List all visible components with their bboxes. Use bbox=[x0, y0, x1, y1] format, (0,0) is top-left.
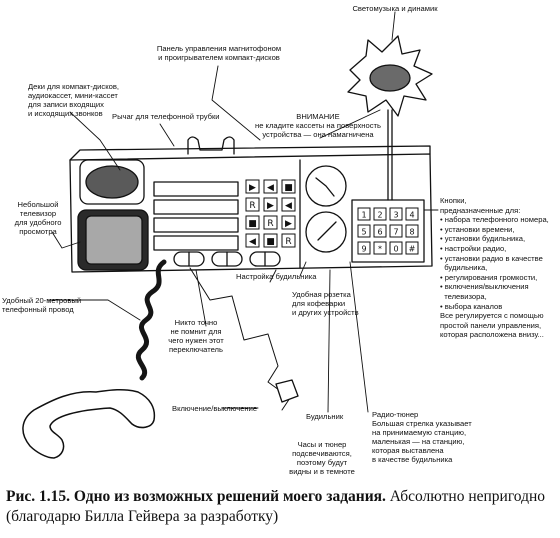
keypad-key-label: 9 bbox=[361, 245, 366, 254]
label-tuner: Радио-тюнер Большая стрелка указывает на… bbox=[372, 410, 472, 464]
panel-button[interactable] bbox=[245, 233, 260, 248]
panel-button-symbol: R bbox=[267, 219, 273, 229]
panel-button-symbol: ■ bbox=[284, 183, 293, 193]
keypad-key-label: 6 bbox=[377, 228, 382, 237]
panel-button[interactable] bbox=[281, 215, 296, 230]
panel-button[interactable] bbox=[263, 179, 278, 194]
keypad-key-label: * bbox=[378, 245, 382, 254]
deck-slot bbox=[153, 181, 239, 197]
keypad-key-label: 4 bbox=[409, 211, 414, 220]
panel-button-symbol: ▶ bbox=[267, 201, 274, 211]
panel-button-symbol: ■ bbox=[248, 219, 257, 229]
light-globe bbox=[369, 64, 411, 92]
deck-slot bbox=[153, 217, 239, 233]
label-alarm-setup: Настройка будильника bbox=[236, 272, 317, 281]
label-control-panel: Панель управления магнитофоном и проигры… bbox=[156, 44, 282, 62]
device-top-edge bbox=[69, 145, 431, 161]
list-item: телевизора, bbox=[444, 291, 487, 301]
deck-slot bbox=[153, 235, 239, 251]
keypad-key-label: 8 bbox=[409, 228, 414, 237]
label-buttons-list: Кнопки, предназначенные для: • набора те… bbox=[440, 196, 549, 340]
keypad-key[interactable] bbox=[389, 241, 403, 255]
panel-button-symbol: ■ bbox=[266, 237, 275, 247]
phone-cord bbox=[135, 259, 167, 381]
panel-button[interactable] bbox=[245, 197, 260, 212]
list-item: • включения/выключения bbox=[440, 282, 529, 292]
panel-button-symbol: ▶ bbox=[285, 219, 292, 229]
keypad-key[interactable] bbox=[405, 207, 419, 221]
label-clock-glow: Часы и тюнер подсвечиваются, поэтому буд… bbox=[289, 440, 355, 476]
handset-hook bbox=[187, 136, 235, 155]
power-plug bbox=[275, 379, 299, 403]
panel-button[interactable] bbox=[281, 179, 296, 194]
keypad-keys: 1 2 3 4 5 6 7 8 9 * 0 # bbox=[357, 207, 419, 255]
panel-button-symbol: ◀ bbox=[249, 237, 256, 247]
caption-body: Абсолютно непригодно (благодарю Билла Ге… bbox=[6, 488, 546, 525]
list-item: • выбора каналов bbox=[440, 301, 503, 311]
panel-button[interactable] bbox=[281, 197, 296, 212]
panel-button[interactable] bbox=[263, 197, 278, 212]
keypad-key[interactable] bbox=[389, 207, 403, 221]
keypad-key[interactable] bbox=[373, 241, 387, 255]
keypad-key[interactable] bbox=[357, 241, 371, 255]
keypad-key[interactable] bbox=[357, 224, 371, 238]
keypad-key-label: # bbox=[409, 245, 416, 254]
deck-slot bbox=[153, 199, 239, 215]
list-item: будильника, bbox=[444, 263, 488, 273]
handset bbox=[22, 388, 156, 459]
caption-title: Рис. 1.15. Одно из возможных решений мое… bbox=[6, 488, 386, 505]
keypad-key[interactable] bbox=[373, 224, 387, 238]
keypad-key[interactable] bbox=[405, 224, 419, 238]
keypad-key-label: 1 bbox=[361, 211, 366, 220]
keypad-key-label: 5 bbox=[361, 228, 366, 237]
keypad-key[interactable] bbox=[373, 207, 387, 221]
label-power: Включение/выключение bbox=[172, 404, 258, 413]
label-decks: Деки для компакт-дисков, аудиокассет, ми… bbox=[28, 82, 119, 118]
keypad-key[interactable] bbox=[405, 241, 419, 255]
keypad-key[interactable] bbox=[389, 224, 403, 238]
tv-screen bbox=[85, 215, 143, 265]
panel-button[interactable] bbox=[245, 179, 260, 194]
keypad-key-label: 3 bbox=[393, 211, 398, 220]
list-item: • установки времени, bbox=[440, 224, 515, 234]
panel-button[interactable] bbox=[263, 233, 278, 248]
panel-button[interactable] bbox=[245, 215, 260, 230]
panel-buttons: ▶ ◀ ■ R ▶ ◀ ■ R ▶ ◀ ■ R bbox=[245, 179, 296, 248]
panel-button[interactable] bbox=[281, 233, 296, 248]
list-item: • установки будильника, bbox=[440, 234, 526, 244]
keypad-key-label: 2 bbox=[377, 211, 382, 220]
keypad-key-label: 0 bbox=[393, 245, 398, 254]
list-item: • установки радио в качестве bbox=[440, 253, 543, 263]
label-socket: Удобная розетка для кофеварки и других у… bbox=[292, 290, 359, 317]
figure-caption: Рис. 1.15. Одно из возможных решений мое… bbox=[6, 487, 556, 527]
label-light-music: Светомузыка и динамик bbox=[352, 4, 438, 13]
panel-button[interactable] bbox=[263, 215, 278, 230]
list-item: • набора телефонного номера, bbox=[440, 215, 549, 225]
label-handset-lever: Рычаг для телефонной трубки bbox=[112, 112, 220, 121]
panel-button-symbol: ▶ bbox=[249, 183, 256, 193]
label-tv: Небольшой телевизор для удобного просмот… bbox=[14, 200, 62, 236]
list-item: • настройки радио, bbox=[440, 243, 507, 253]
keypad-key-label: 7 bbox=[393, 228, 398, 237]
label-alarm: Будильник bbox=[306, 412, 344, 421]
label-switch-note: Никто точно не помнит для чего нужен это… bbox=[168, 318, 224, 354]
panel-button-symbol: R bbox=[249, 201, 255, 211]
keypad-key[interactable] bbox=[357, 207, 371, 221]
list-item: • регулирования громкости, bbox=[440, 272, 538, 282]
panel-button-symbol: ◀ bbox=[267, 183, 274, 193]
panel-button-symbol: ◀ bbox=[285, 201, 292, 211]
label-warning: ВНИМАНИЕ не кладите кассеты на поверхнос… bbox=[255, 112, 381, 139]
label-cord: Удобный 20-метровый телефонный провод bbox=[2, 296, 82, 314]
speaker-ellipse bbox=[85, 165, 139, 199]
panel-button-symbol: R bbox=[285, 237, 291, 247]
